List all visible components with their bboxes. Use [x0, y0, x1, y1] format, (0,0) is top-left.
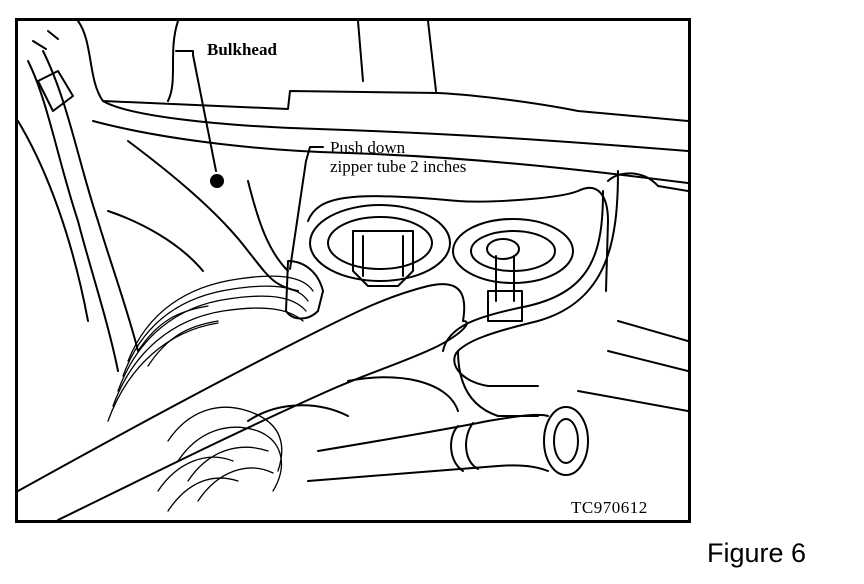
left-hose-1 — [27, 60, 119, 372]
bulkhead-leader-line — [175, 50, 217, 172]
engine-bay-line-drawing — [18, 21, 688, 520]
firewall-contour-2 — [247, 180, 289, 272]
push-down-line-1: Push down — [330, 138, 406, 157]
lower-hose-bottom — [307, 464, 549, 482]
bulkhead-ribs — [167, 21, 437, 102]
bulkhead-upper-edge — [77, 21, 688, 122]
large-fitting-nut — [352, 230, 414, 287]
right-side-lines — [577, 320, 688, 412]
main-pipe-upper — [18, 283, 466, 492]
push-down-leader-line — [289, 146, 324, 270]
left-hose-2 — [42, 50, 139, 352]
image-code: TC970612 — [571, 498, 648, 517]
firewall-contour-1 — [127, 140, 299, 292]
main-pipe-lower — [57, 320, 468, 520]
hose-end-opening — [543, 406, 589, 476]
bulkhead-lip — [102, 100, 688, 152]
left-hose-3 — [18, 120, 89, 322]
small-fitting-stem — [495, 255, 515, 302]
bulkhead-callout: Bulkhead — [207, 40, 277, 59]
figure-caption: Figure 6 — [707, 538, 807, 568]
bulkhead-marker-dot — [210, 174, 224, 188]
bulkhead-lower-edge — [92, 120, 688, 184]
lower-hose-top — [317, 413, 549, 452]
clip-marks — [32, 30, 59, 50]
zipper-tube-end — [285, 260, 324, 320]
formed-tube-lower — [442, 190, 604, 352]
push-down-callout: Push down zipper tube 2 inches — [330, 138, 466, 176]
push-down-line-2: zipper tube 2 inches — [330, 157, 467, 176]
large-fitting-flange — [309, 204, 451, 282]
wire-bundle — [107, 275, 314, 512]
harness-branch — [107, 210, 204, 272]
illustration-frame: Bulkhead Push down zipper tube 2 inches … — [15, 18, 691, 523]
hose-clamp — [37, 70, 74, 112]
bracket-plate — [307, 186, 609, 292]
formed-tube-upper — [453, 170, 619, 387]
